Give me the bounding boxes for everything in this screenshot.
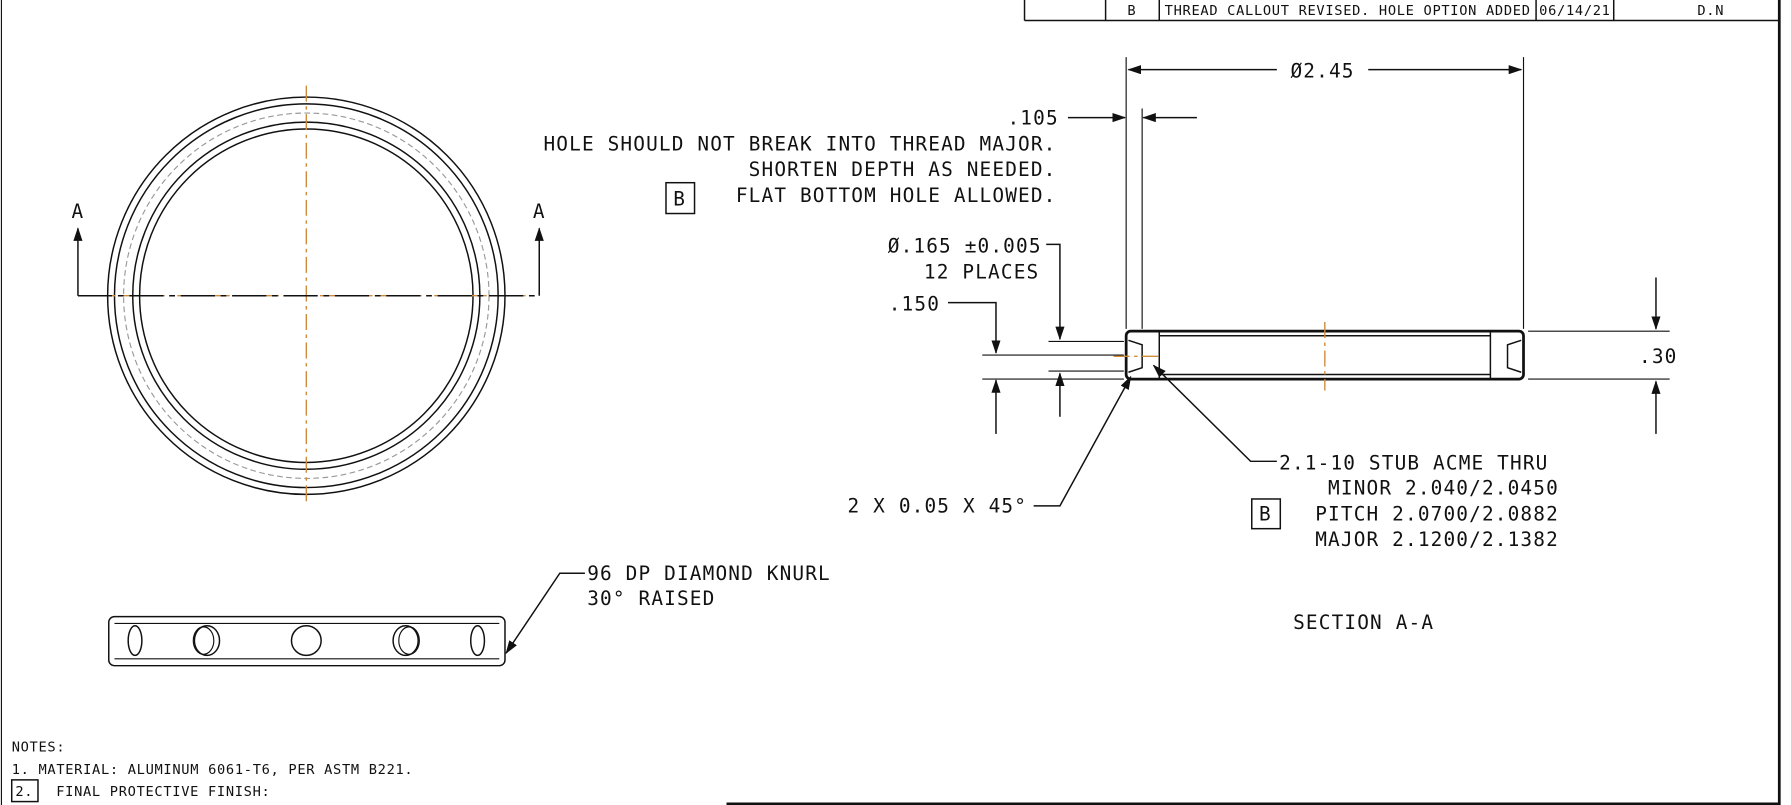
note-2: FINAL PROTECTIVE FINISH: bbox=[56, 784, 270, 800]
knurl-leader bbox=[505, 572, 585, 655]
section-title: SECTION A-A bbox=[1293, 611, 1434, 634]
thread-minor: MINOR 2.040/2.0450 bbox=[1328, 476, 1559, 499]
note-2-number: 2. bbox=[15, 784, 33, 800]
hole-note-2: SHORTEN DEPTH AS NEEDED. bbox=[749, 158, 1057, 181]
knurl-note-1: 96 DP DIAMOND KNURL bbox=[587, 562, 831, 585]
dim-hole-qty: 12 PLACES bbox=[924, 261, 1039, 284]
note-1: 1. MATERIAL: ALUMINUM 6061-T6, PER ASTM … bbox=[12, 762, 414, 778]
dim-hole-position: .150 bbox=[889, 293, 940, 316]
thread-flag-box bbox=[1251, 498, 1282, 530]
notes: NOTES: 1. MATERIAL: ALUMINUM 6061-T6, PE… bbox=[10, 739, 414, 803]
rev-description: THREAD CALLOUT REVISED. HOLE OPTION ADDE… bbox=[1165, 3, 1531, 19]
thread-pitch: PITCH 2.0700/2.0882 bbox=[1315, 503, 1559, 526]
dim-chamfer: 2 X 0.05 X 45° bbox=[848, 495, 1028, 518]
hole-right bbox=[1506, 339, 1522, 373]
top-view: A A bbox=[72, 85, 546, 505]
rev-date: 06/14/21 bbox=[1539, 3, 1610, 19]
rev-letter: B bbox=[1127, 3, 1136, 19]
dim-hole-offset: .105 bbox=[1007, 106, 1058, 129]
note-2-box bbox=[10, 779, 39, 803]
notes-heading: NOTES: bbox=[12, 739, 66, 755]
hole-flag-box bbox=[665, 181, 696, 215]
section-view: Ø2.45 .105 HOLE SHOULD NOT BREAK INTO TH… bbox=[543, 57, 1677, 634]
section-mark-right: A bbox=[533, 200, 546, 223]
revision-table: B THREAD CALLOUT REVISED. HOLE OPTION AD… bbox=[1023, 0, 1780, 22]
hole-flag: B bbox=[673, 188, 686, 211]
thread-flag: B bbox=[1259, 503, 1272, 526]
rev-by: D.N bbox=[1697, 3, 1724, 19]
thread-major: MAJOR 2.1200/2.1382 bbox=[1315, 528, 1559, 551]
section-line-a-a bbox=[73, 227, 544, 297]
hole-note-3: FLAT BOTTOM HOLE ALLOWED. bbox=[736, 184, 1057, 207]
dim-thickness: .30 bbox=[1639, 345, 1677, 368]
side-view: 96 DP DIAMOND KNURL 30° RAISED bbox=[108, 562, 831, 667]
knurl-note-2: 30° RAISED bbox=[587, 587, 715, 610]
dim-hole-dia: Ø.165 ±0.005 bbox=[888, 234, 1042, 257]
dim-diameter: Ø2.45 bbox=[1290, 60, 1354, 83]
hole-note-1: HOLE SHOULD NOT BREAK INTO THREAD MAJOR. bbox=[543, 133, 1056, 156]
thread-callout: 2.1-10 STUB ACME THRU bbox=[1279, 451, 1548, 474]
section-mark-left: A bbox=[72, 200, 85, 223]
